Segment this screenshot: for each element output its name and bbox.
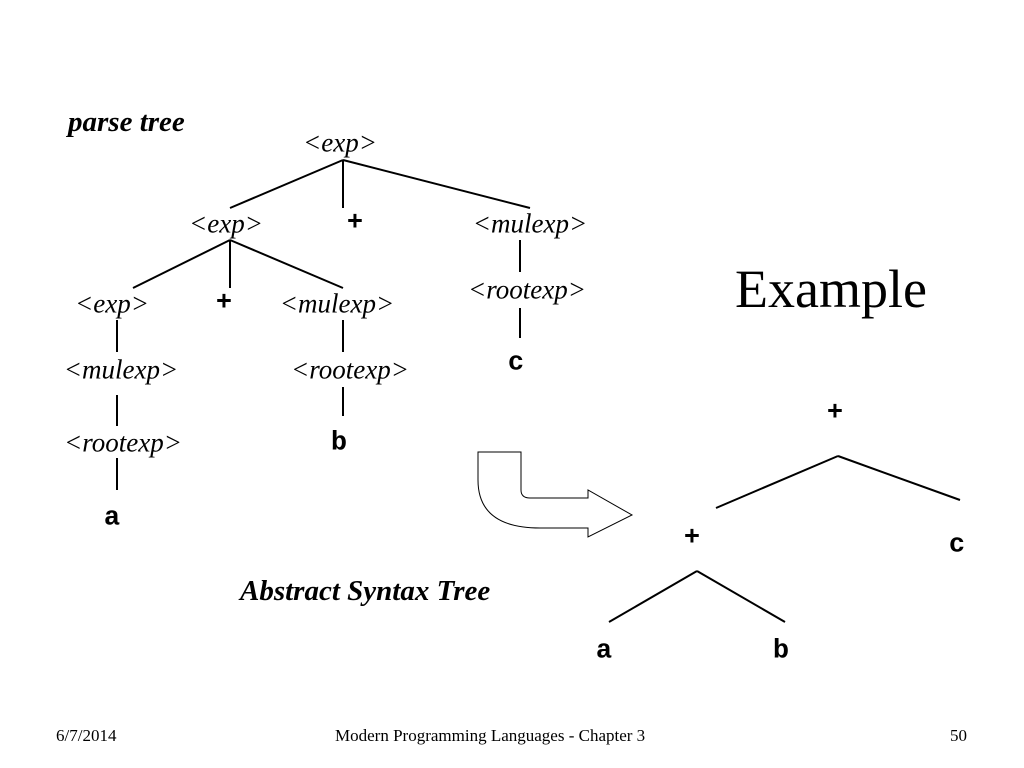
pt-leaf-b: b (330, 428, 348, 459)
pt-node-plus: + (346, 208, 364, 239)
pt-node-root-exp: <exp> (303, 127, 377, 158)
ast-node-inner-plus: + (683, 523, 701, 554)
pt-node-mulexp: <mulexp> (472, 208, 588, 239)
pt-node-exp: <exp> (189, 208, 263, 239)
ast-edge-plus-b (696, 570, 786, 623)
ast-edge-root-c (837, 455, 961, 501)
ast-edge-plus-a (608, 570, 698, 623)
footer-course: Modern Programming Languages - Chapter 3 (335, 726, 646, 745)
transform-arrow-icon (477, 451, 634, 538)
edge-exp-mulexp (229, 239, 344, 289)
slide-title: Example (735, 259, 927, 319)
pt-node-rootexp-mid: <rootexp> (291, 354, 409, 385)
ast-leaf-a: a (595, 636, 613, 667)
edge-root-exp (229, 159, 344, 209)
pt-node-plus-inner: + (215, 288, 233, 319)
ast-leaf-c: c (948, 530, 966, 561)
ast-leaf-b: b (772, 636, 790, 667)
pt-node-rootexp-right: <rootexp> (468, 274, 586, 305)
edge-exp-exp (132, 239, 231, 289)
footer-date: 6/7/2014 (56, 726, 117, 745)
ast-label: Abstract Syntax Tree (240, 575, 491, 607)
pt-leaf-c: c (507, 348, 525, 379)
pt-node-exp-inner: <exp> (75, 288, 149, 319)
pt-leaf-a: a (103, 503, 121, 534)
pt-node-rootexp-left: <rootexp> (64, 427, 182, 458)
edge-root-mulexp (342, 159, 531, 209)
pt-node-mulexp-left: <mulexp> (63, 354, 179, 385)
footer-page-number: 50 (950, 726, 967, 745)
pt-node-mulexp-inner: <mulexp> (279, 288, 395, 319)
ast-node-root-plus: + (826, 398, 844, 429)
ast-edge-root-plus (715, 455, 839, 509)
parse-tree-label: parse tree (68, 106, 185, 138)
